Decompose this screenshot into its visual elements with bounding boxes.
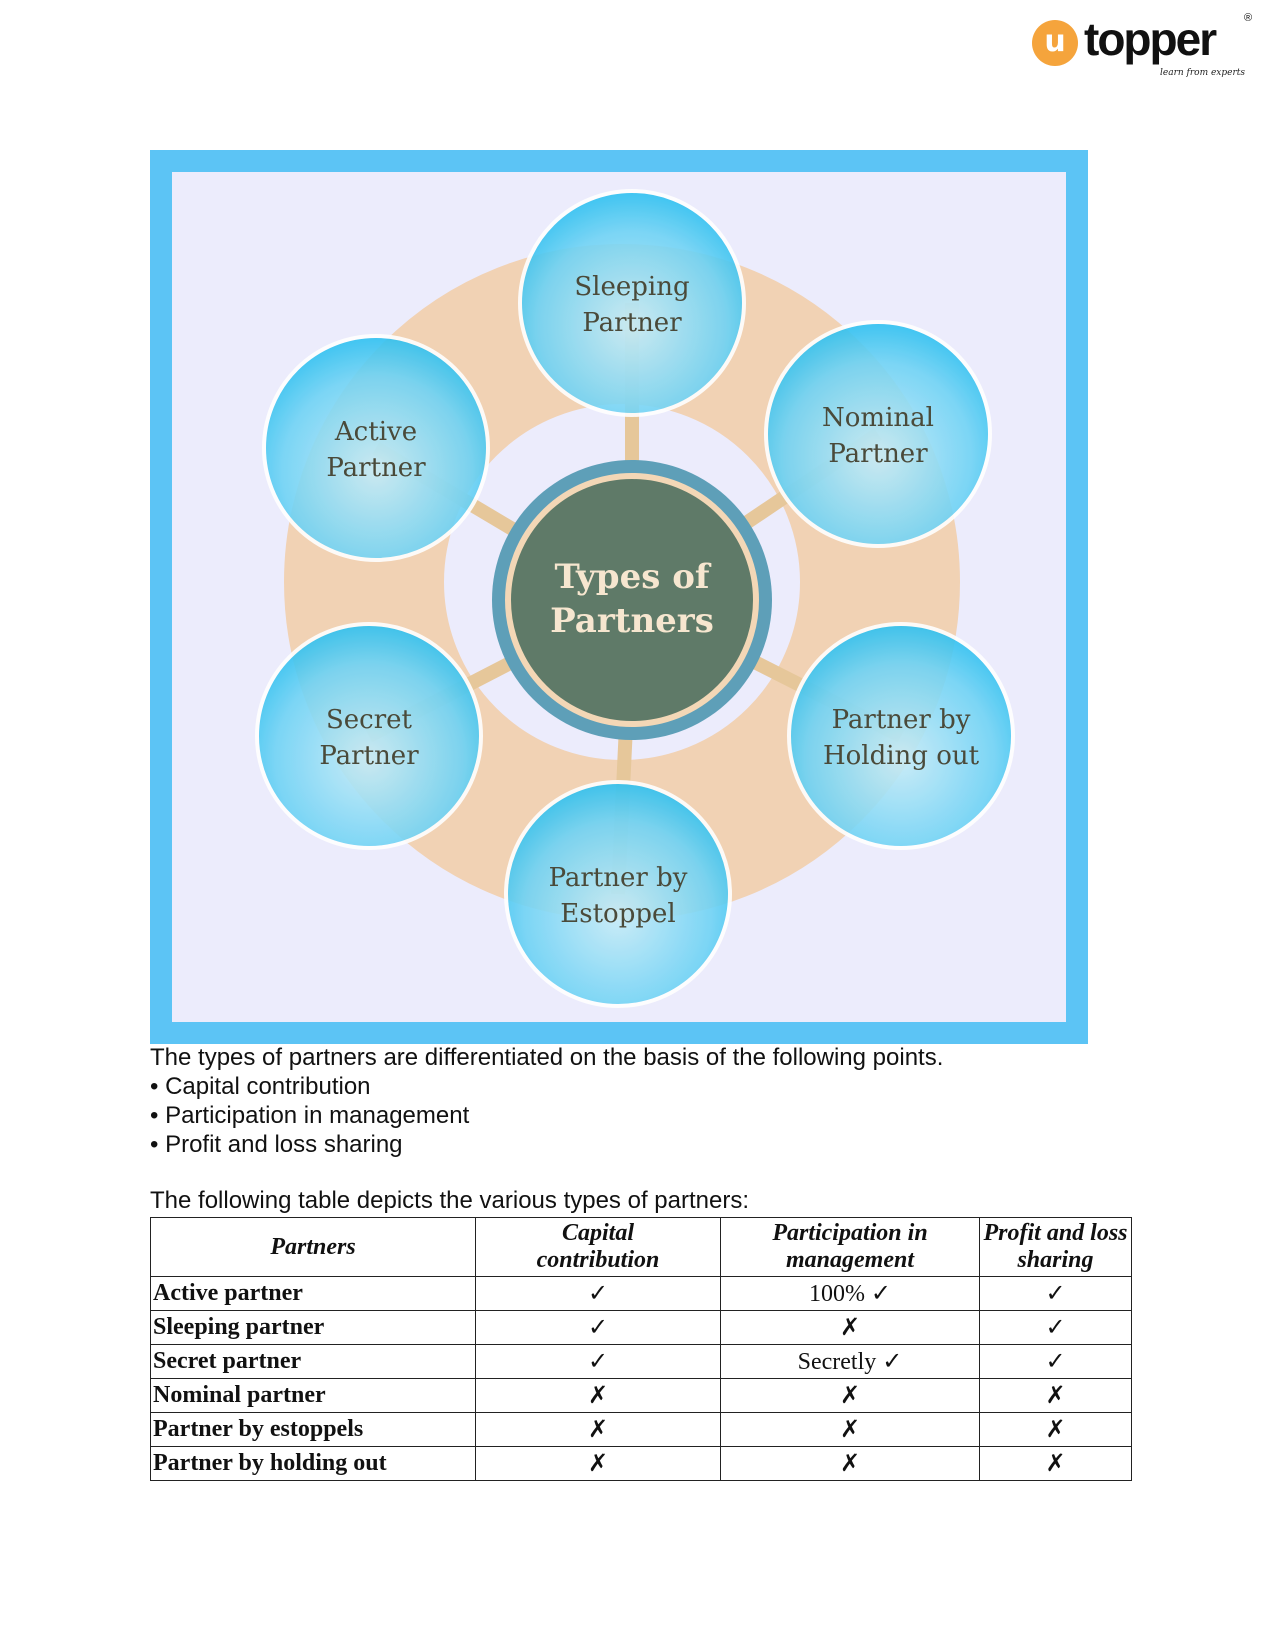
bullet-item: • Capital contribution (150, 1073, 371, 1100)
header-profit-loss: Profit and loss sharing (979, 1217, 1132, 1277)
table-row: Secret partner✓Secretly ✓✓ (150, 1344, 1132, 1379)
value-cell: ✓ (979, 1276, 1132, 1311)
center-title-line-2: Partners (550, 601, 714, 641)
node-label: Partner by (549, 863, 688, 893)
logo-wordmark: topper (1084, 13, 1217, 65)
table-row: Active partner✓100% ✓✓ (150, 1276, 1132, 1311)
node-estoppel: Partner by Estoppel (504, 780, 732, 1008)
table-row: Nominal partner✗✗✗ (150, 1378, 1132, 1413)
value-cell: ✗ (475, 1446, 721, 1481)
table-intro: The following table depicts the various … (150, 1187, 749, 1214)
node-circle (504, 780, 732, 1008)
table-row: Sleeping partner✓✗✓ (150, 1310, 1132, 1345)
value-cell: ✗ (720, 1310, 980, 1345)
node-label: Partner (326, 453, 426, 483)
node-label: Sleeping (574, 272, 689, 302)
header-partners: Partners (150, 1217, 476, 1277)
node-label: Estoppel (560, 899, 675, 929)
value-cell: ✗ (979, 1378, 1132, 1413)
node-circle (518, 189, 746, 417)
node-holding-out: Partner by Holding out (787, 622, 1015, 850)
partner-name-cell: Nominal partner (150, 1378, 476, 1413)
node-label: Nominal (822, 403, 934, 433)
node-label: Partner (828, 439, 928, 469)
node-label: Partner by (832, 705, 971, 735)
topper-logo: u topper learn from experts ® (1030, 12, 1260, 82)
value-cell: ✗ (720, 1446, 980, 1481)
logo-tagline: learn from experts (1160, 68, 1246, 78)
node-label: Partner (582, 308, 682, 338)
center-title-line-1: Types of (554, 557, 711, 597)
node-label: Holding out (823, 741, 980, 771)
value-cell: ✓ (979, 1344, 1132, 1379)
value-cell: ✓ (475, 1344, 721, 1379)
bullet-item: • Participation in management (150, 1102, 470, 1129)
node-label: Partner (319, 741, 419, 771)
intro-text: The types of partners are differentiated… (150, 1044, 944, 1071)
value-cell: ✗ (979, 1412, 1132, 1447)
node-circle (255, 622, 483, 850)
value-cell: ✗ (475, 1412, 721, 1447)
logo-registered: ® (1244, 12, 1253, 24)
header-capital: Capital contribution (475, 1217, 721, 1277)
value-cell: Secretly ✓ (720, 1344, 980, 1379)
bullet-item: • Profit and loss sharing (150, 1131, 403, 1158)
value-cell: ✓ (475, 1276, 721, 1311)
partner-name-cell: Secret partner (150, 1344, 476, 1379)
value-cell: ✗ (720, 1378, 980, 1413)
node-label: Active (334, 417, 417, 447)
table-row: Partner by estoppels✗✗✗ (150, 1412, 1132, 1447)
partner-name-cell: Active partner (150, 1276, 476, 1311)
node-circle (787, 622, 1015, 850)
value-cell: 100% ✓ (720, 1276, 980, 1311)
header-participation: Participation in management (720, 1217, 980, 1277)
partners-table: Partners Capital contribution Participat… (150, 1217, 1132, 1481)
partner-name-cell: Sleeping partner (150, 1310, 476, 1345)
node-circle (262, 334, 490, 562)
value-cell: ✓ (979, 1310, 1132, 1345)
value-cell: ✗ (720, 1412, 980, 1447)
value-cell: ✓ (475, 1310, 721, 1345)
value-cell: ✗ (475, 1378, 721, 1413)
partner-name-cell: Partner by estoppels (150, 1412, 476, 1447)
node-label: Secret (326, 705, 413, 735)
value-cell: ✗ (979, 1446, 1132, 1481)
logo-mark-icon: u (1032, 20, 1078, 66)
table-header-row: Partners Capital contribution Participat… (150, 1217, 1132, 1277)
partner-name-cell: Partner by holding out (150, 1446, 476, 1481)
node-circle (764, 320, 992, 548)
table-row: Partner by holding out✗✗✗ (150, 1446, 1132, 1481)
